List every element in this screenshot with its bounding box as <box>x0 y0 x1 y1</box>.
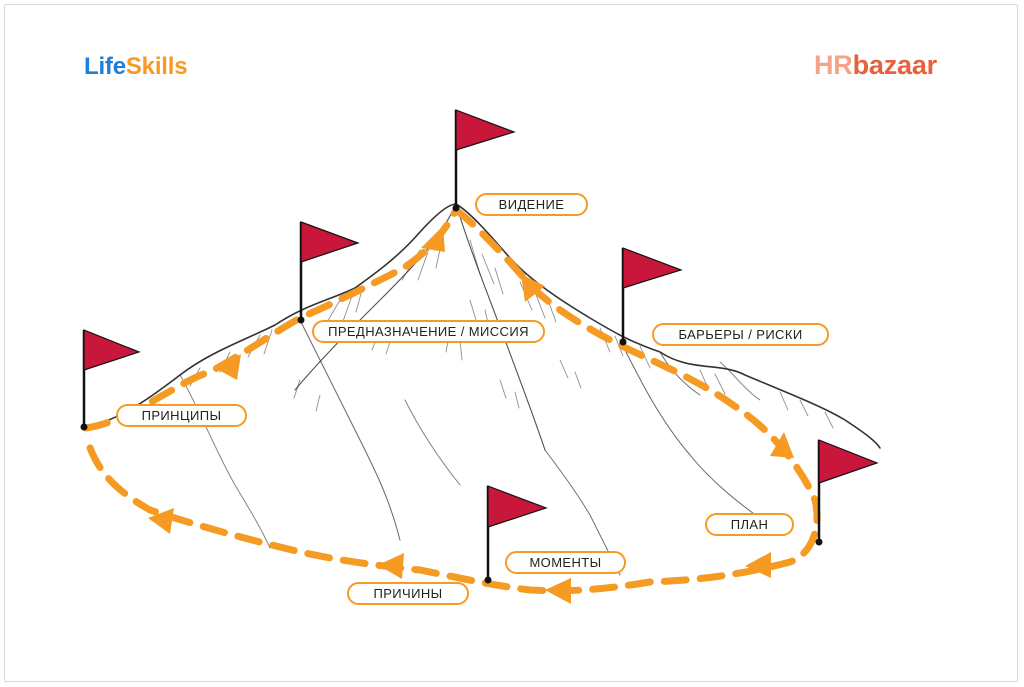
mountain-outline <box>85 203 881 449</box>
arrow-icon <box>770 432 794 458</box>
label-plan: ПЛАН <box>705 513 794 536</box>
arrow-icon <box>215 354 241 380</box>
flags <box>80 109 879 584</box>
flag-icon <box>619 247 683 346</box>
label-reasons: ПРИЧИНЫ <box>347 582 469 605</box>
route-arrows <box>148 226 794 604</box>
label-barriers-risks: БАРЬЕРЫ / РИСКИ <box>652 323 829 346</box>
lifeskills-logo: LifeSkills <box>84 53 188 81</box>
lifeskills-logo-skills: Skills <box>125 53 188 80</box>
label-principles: ПРИНЦИПЫ <box>116 404 247 427</box>
arrow-icon <box>545 578 571 604</box>
label-vision: ВИДЕНИЕ <box>475 193 588 216</box>
hrbazaar-logo-bazaar: bazaar <box>852 50 938 80</box>
arrow-icon <box>521 274 545 302</box>
label-purpose-mission: ПРЕДНАЗНАЧЕНИЕ / МИССИЯ <box>312 320 545 343</box>
route-path <box>82 206 821 595</box>
flag-icon <box>452 109 516 212</box>
hrbazaar-logo: HRbazaar <box>814 50 937 81</box>
flag-icon <box>815 439 879 546</box>
hrbazaar-logo-hr: HR <box>814 50 853 80</box>
flag-icon <box>297 221 360 324</box>
arrow-icon <box>421 226 445 252</box>
lifeskills-logo-life: Life <box>84 53 126 80</box>
arrow-icon <box>745 552 771 578</box>
flag-icon <box>80 329 141 431</box>
flag-icon <box>484 485 548 584</box>
arrow-icon <box>148 508 174 534</box>
arrow-icon <box>378 553 404 579</box>
label-moments: МОМЕНТЫ <box>505 551 626 574</box>
